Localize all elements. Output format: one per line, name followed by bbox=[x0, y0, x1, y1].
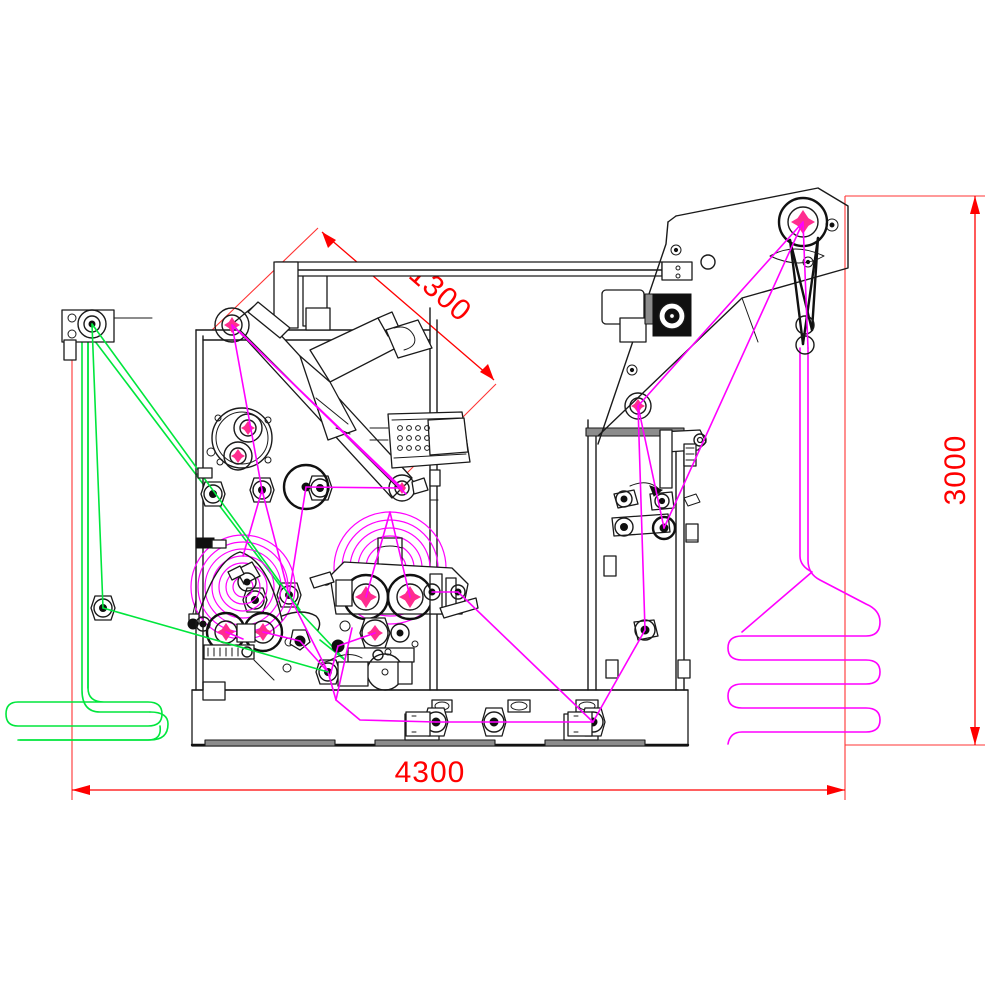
hub-marker-bearing-b bbox=[231, 449, 245, 463]
left-roll-support bbox=[187, 611, 321, 681]
dimension-overall-height: 3000 bbox=[845, 195, 985, 746]
bearing-cluster-left bbox=[206, 407, 273, 471]
magenta-festoon-path bbox=[727, 347, 881, 745]
center-machine-head bbox=[309, 561, 479, 621]
idler-roller bbox=[242, 587, 268, 613]
web-path-green-secondary bbox=[91, 323, 329, 673]
dimension-label-overall-width: 4300 bbox=[395, 756, 466, 789]
panel-button-matrix[interactable] bbox=[397, 425, 430, 451]
misc-details bbox=[195, 467, 441, 549]
secondary-tilted-arm bbox=[299, 311, 433, 441]
right-triangular-frame bbox=[597, 187, 849, 445]
dimension-label-overall-height: 3000 bbox=[939, 435, 972, 506]
unwind-roll-left bbox=[188, 534, 296, 640]
upper-gantry-beam bbox=[273, 261, 693, 329]
dimension-overall-width: 4300 bbox=[71, 196, 846, 800]
right-link-rollers bbox=[611, 482, 677, 641]
operator-panel bbox=[369, 411, 471, 469]
drive-motor-gearbox bbox=[601, 289, 692, 343]
web-path-magenta-main bbox=[225, 221, 809, 723]
right-vertical-column bbox=[585, 419, 701, 691]
